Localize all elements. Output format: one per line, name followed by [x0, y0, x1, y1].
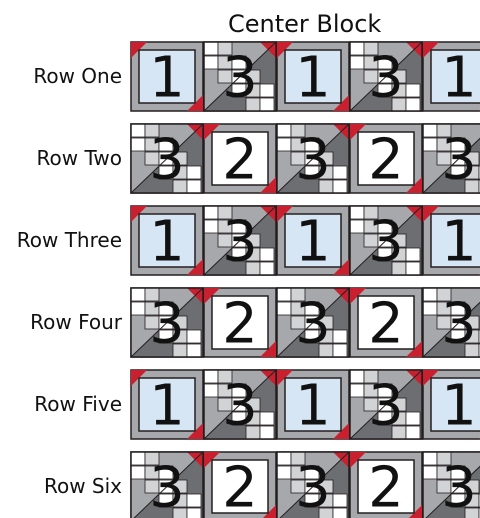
- quilt-block: 3: [349, 41, 423, 112]
- quilt-block: 2: [203, 287, 277, 358]
- block-number: 1: [441, 46, 477, 111]
- block-number: 3: [222, 374, 258, 439]
- quilt-block: 1: [276, 41, 350, 112]
- block-number: 2: [222, 128, 258, 193]
- row-label: Row Four: [30, 309, 122, 334]
- block-number: 3: [222, 210, 258, 275]
- diagram-title: Center Block: [228, 10, 382, 38]
- quilt-block: 1: [130, 369, 204, 440]
- block-number: 1: [295, 374, 331, 439]
- block-number: 3: [149, 128, 185, 193]
- quilt-block: 3: [276, 123, 350, 194]
- block-number: 1: [441, 210, 477, 275]
- quilt-block: 3: [422, 123, 480, 194]
- quilt-block: 1: [276, 205, 350, 276]
- block-number: 2: [222, 456, 258, 518]
- block-number: 2: [222, 292, 258, 357]
- quilt-block: 1: [130, 41, 204, 112]
- quilt-block: 3: [276, 451, 350, 518]
- quilt-block: 3: [349, 205, 423, 276]
- row-label: Row Five: [34, 391, 122, 416]
- row-label: Row One: [33, 63, 122, 88]
- block-number: 3: [149, 456, 185, 518]
- quilt-block: 1: [422, 41, 480, 112]
- block-number: 3: [368, 210, 404, 275]
- block-number: 1: [149, 374, 185, 439]
- block-number: 3: [441, 456, 477, 518]
- block-number: 3: [149, 292, 185, 357]
- block-number: 3: [295, 456, 331, 518]
- quilt-block: 2: [349, 287, 423, 358]
- block-number: 3: [368, 374, 404, 439]
- block-number: 1: [149, 210, 185, 275]
- row-label: Row Two: [36, 145, 122, 170]
- quilt-block: 3: [203, 205, 277, 276]
- quilt-block: 1: [276, 369, 350, 440]
- quilt-block: 2: [349, 451, 423, 518]
- quilt-block: 3: [422, 451, 480, 518]
- quilt-block: 1: [422, 369, 480, 440]
- quilt-block: 3: [203, 369, 277, 440]
- block-number: 3: [295, 292, 331, 357]
- quilt-block: 3: [203, 41, 277, 112]
- block-number: 2: [368, 292, 404, 357]
- quilt-block: 2: [203, 451, 277, 518]
- quilt-block: 3: [130, 287, 204, 358]
- block-number: 3: [368, 46, 404, 111]
- quilt-block: 1: [130, 205, 204, 276]
- quilt-block: 2: [203, 123, 277, 194]
- quilt-block: 3: [349, 369, 423, 440]
- block-number: 1: [295, 46, 331, 111]
- quilt-block: 2: [349, 123, 423, 194]
- row-label: Row Six: [43, 473, 122, 498]
- quilt-block: 3: [130, 123, 204, 194]
- block-number: 3: [441, 292, 477, 357]
- quilt-block: 3: [130, 451, 204, 518]
- block-number: 3: [295, 128, 331, 193]
- row-label: Row Three: [16, 227, 122, 252]
- block-number: 2: [368, 128, 404, 193]
- block-number: 1: [441, 374, 477, 439]
- block-number: 3: [441, 128, 477, 193]
- quilt-block: 3: [276, 287, 350, 358]
- block-number: 3: [222, 46, 258, 111]
- quilt-block: 3: [422, 287, 480, 358]
- block-number: 1: [295, 210, 331, 275]
- quilt-block: 1: [422, 205, 480, 276]
- block-number: 2: [368, 456, 404, 518]
- block-number: 1: [149, 46, 185, 111]
